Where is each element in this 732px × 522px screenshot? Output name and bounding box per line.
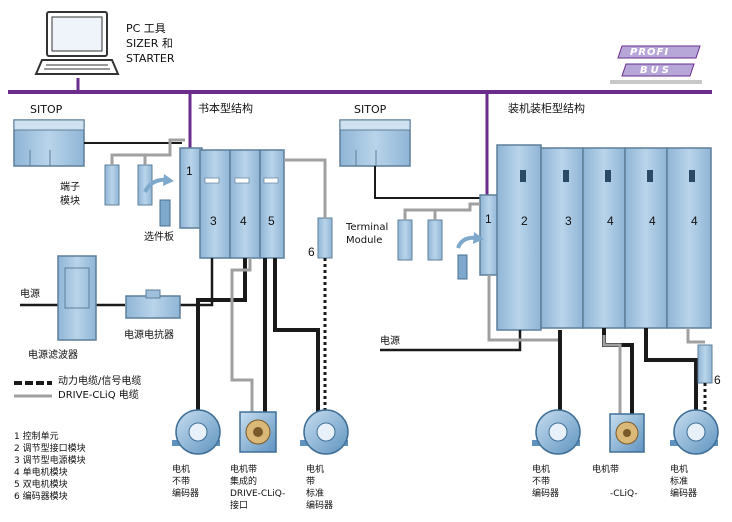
chassis-title: 装机装柜型结构 (508, 102, 585, 115)
legend-power-cable-label: 动力电缆/信号电缆 (58, 376, 142, 387)
profibus-logo (610, 45, 702, 84)
line-filter-unit (57, 255, 97, 341)
motor-right-3-label-line: 编码器 (670, 489, 698, 499)
sitop-right-label: SITOP (354, 103, 387, 116)
booksize-module-group (179, 147, 285, 259)
motor-right-1 (532, 409, 581, 455)
power-label-right: 电源 (380, 336, 400, 347)
sitop-right-unit (339, 119, 411, 167)
key-item: 6 编码器模块 (14, 492, 68, 502)
module-number: 1 (485, 212, 492, 226)
terminal-module-left-line1: 端子 (60, 182, 80, 193)
motor-left-2 (239, 411, 277, 453)
line-filter-label: 电源滤波器 (28, 350, 78, 361)
terminal-module-left-line2: 模块 (60, 196, 80, 207)
line-reactor-label: 电源电抗器 (124, 330, 174, 341)
terminal-modules-right (397, 202, 484, 280)
motor-right-3-label-line: 电机 (670, 465, 689, 475)
terminal-module-right-line1: Terminal (346, 222, 389, 233)
terminal-module-right-line2: Module (346, 235, 383, 246)
profibus-logo-text1: PROFI (630, 47, 670, 58)
motor-left-1 (172, 409, 221, 455)
motor-left-2-label-line: 集成的 (230, 477, 258, 487)
module-number: 6 (714, 373, 721, 387)
motor-left-3-label-line: 电机 (306, 465, 325, 475)
motor-left-2-label-line: 接口 (230, 501, 249, 511)
profibus-logo-text2: BUS (640, 65, 672, 76)
module-number: 3 (210, 214, 217, 228)
module-number: 4 (240, 214, 247, 228)
motor-left-2-label-line: 电机带 (230, 465, 258, 475)
sitop-left-label: SITOP (30, 103, 63, 116)
motor-left-3-label-line: 带 (306, 477, 316, 487)
encoder-module-left (317, 217, 333, 259)
line-reactor-unit (125, 289, 181, 319)
motor-right-3 (670, 409, 719, 455)
key-item: 5 双电机模块 (14, 480, 68, 490)
key-item: 1 控制单元 (14, 432, 59, 442)
motor-right-2 (609, 413, 645, 453)
motor-right-3-label-line: 标准 (670, 477, 689, 487)
module-number: 6 (308, 245, 315, 259)
pc-label-line2: SIZER 和 (126, 37, 173, 50)
pc-label-line1: PC 工具 (126, 22, 166, 35)
motor-right-1-label-line: 电机 (532, 465, 551, 475)
motor-left-3 (300, 409, 349, 455)
key-item: 2 调节型接口模块 (14, 444, 86, 454)
encoder-module-right (697, 344, 713, 384)
module-number: 3 (565, 214, 572, 228)
module-number: 4 (691, 214, 698, 228)
booksize-title: 书本型结构 (198, 102, 253, 115)
module-number: 4 (649, 214, 656, 228)
option-board-icon (143, 174, 174, 227)
module-number: 2 (521, 214, 528, 228)
chassis-module-group (479, 144, 712, 331)
motor-left-1-label-line: 不带 (172, 477, 191, 487)
module-number: 5 (268, 214, 275, 228)
motor-left-3-label-line: 编码器 (306, 501, 334, 511)
key-item: 4 单电机模块 (14, 468, 68, 478)
motor-left-1-label-line: 编码器 (172, 489, 200, 499)
terminal-modules-left (104, 138, 185, 206)
pc-computer-icon (34, 11, 120, 75)
module-number: 4 (607, 214, 614, 228)
module-number: 1 (186, 164, 193, 178)
motor-right-2-label-line: -CLiQ- (610, 489, 638, 499)
motor-left-3-label-line: 标准 (306, 489, 325, 499)
sitop-left-unit (13, 119, 85, 167)
motor-right-2-label-line: 电机带 (592, 465, 620, 475)
legend-cliq-cable-label: DRIVE-CLiQ 电缆 (58, 390, 139, 401)
motor-left-2-label-line: DRIVE-CLiQ- (230, 489, 286, 499)
motor-right-1-label-line: 编码器 (532, 489, 560, 499)
power-label-left: 电源 (20, 289, 40, 300)
motor-left-1-label-line: 电机 (172, 465, 191, 475)
pc-label-line3: STARTER (126, 52, 175, 65)
option-board-label: 选件板 (144, 232, 174, 243)
motor-right-1-label-line: 不带 (532, 477, 551, 487)
key-item: 3 调节型电源模块 (14, 456, 86, 466)
